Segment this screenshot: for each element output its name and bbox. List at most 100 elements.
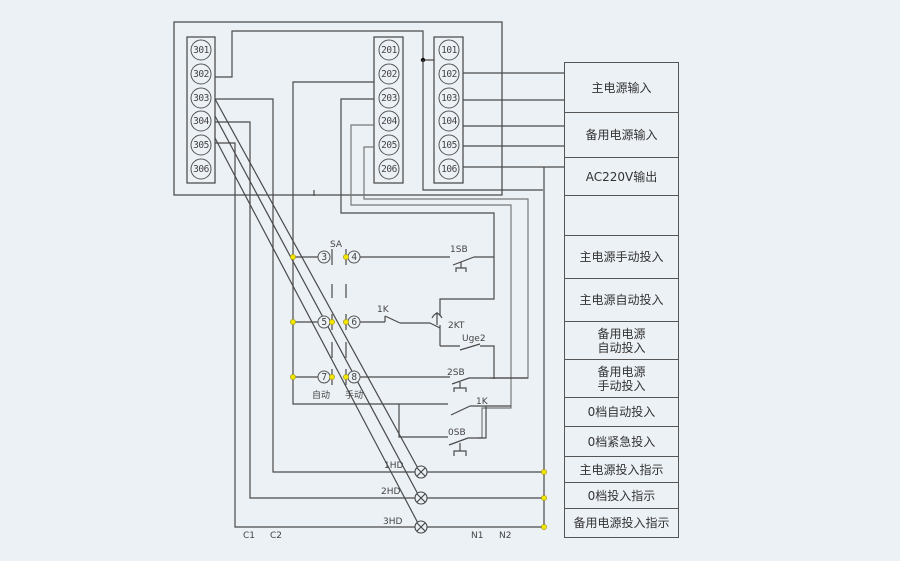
- label-2kt: 2KT: [448, 321, 465, 331]
- label-3hd: 3HD: [383, 517, 402, 527]
- indicator-lamp-2: [414, 491, 428, 505]
- side-label-blank: [564, 195, 679, 235]
- junction-node: [343, 374, 349, 380]
- terminal-306: 306: [190, 158, 212, 180]
- terminal-label: 302: [193, 69, 209, 80]
- terminal-303: 303: [190, 87, 212, 109]
- terminal-label: 101: [441, 45, 457, 56]
- sa-contact-4: 4: [347, 250, 361, 264]
- indicator-lamp-1: [414, 465, 428, 479]
- terminal-label: 301: [193, 45, 209, 56]
- bus-label-c1: C1: [243, 531, 255, 541]
- terminal-label: 205: [381, 140, 397, 151]
- sa-contact-label: 5: [321, 317, 326, 328]
- indicator-lamp-3: [414, 520, 428, 534]
- junction-node: [290, 254, 296, 260]
- side-label-text: 备用电源输入: [585, 128, 658, 142]
- label-0sb: 0SB: [448, 428, 466, 438]
- sa-contact-label: 8: [351, 372, 357, 383]
- junction-node: [290, 374, 296, 380]
- side-label-text: 0档自动投入: [587, 405, 656, 419]
- terminal-105: 105: [438, 134, 460, 156]
- terminal-305: 305: [190, 134, 212, 156]
- junction-node: [343, 254, 349, 260]
- side-label-ac220v-output: AC220V输出: [564, 157, 679, 195]
- terminal-enclosure: [173, 21, 503, 196]
- terminal-label: 102: [441, 69, 457, 80]
- side-label-backup-manual: 备用电源 手动投入: [564, 359, 679, 397]
- junction-node: [541, 524, 547, 530]
- side-label-zero-emergency: 0档紧急投入: [564, 426, 679, 456]
- terminal-204: 204: [378, 110, 400, 132]
- sa-contact-label: 6: [351, 317, 357, 328]
- sa-mode-auto-label: 自动: [312, 389, 330, 401]
- pushbutton-1sb: [452, 256, 494, 272]
- side-label-main-auto: 主电源自动投入: [564, 278, 679, 321]
- side-label-backup-power-input: 备用电源输入: [564, 112, 679, 157]
- side-label-backup-auto: 备用电源 自动投入: [564, 321, 679, 359]
- side-label-text: 0档投入指示: [587, 488, 656, 503]
- side-label-text: 备用电源投入指示: [573, 516, 670, 530]
- terminal-label: 105: [441, 140, 457, 151]
- side-label-backup-indicator: 备用电源投入指示: [564, 508, 679, 538]
- terminal-label: 203: [381, 93, 397, 104]
- main-input-wiring: [463, 72, 564, 527]
- side-label-main-indicator: 主电源投入指示: [564, 456, 679, 482]
- junction-node: [329, 319, 335, 325]
- bus-label-n2: N2: [499, 531, 511, 541]
- junction-node: [290, 319, 296, 325]
- sa-contact-label: 7: [321, 372, 326, 383]
- terminal-205: 205: [378, 134, 400, 156]
- side-label-text: 备用电源 手动投入: [597, 364, 646, 393]
- terminal-301: 301: [190, 39, 212, 61]
- side-label-text: 主电源自动投入: [579, 293, 664, 307]
- side-label-text: 主电源投入指示: [579, 462, 664, 477]
- terminal-302: 302: [190, 63, 212, 85]
- lamp-wiring: [214, 98, 544, 528]
- terminal-206: 206: [378, 158, 400, 180]
- label-uge2: Uge2: [462, 334, 486, 344]
- terminal-102: 102: [438, 63, 460, 85]
- sa-contact-7: 7: [317, 370, 331, 384]
- bus-label-n1: N1: [471, 531, 483, 541]
- terminal-label: 304: [193, 116, 209, 127]
- side-label-zero-indicator: 0档投入指示: [564, 482, 679, 508]
- terminal-strip-300: [186, 36, 216, 184]
- terminal-label: 103: [441, 93, 457, 104]
- terminal-label: 305: [193, 140, 209, 151]
- terminal-202: 202: [378, 63, 400, 85]
- sa-mode-manual-label: 手动: [345, 389, 363, 401]
- terminal-104: 104: [438, 110, 460, 132]
- terminal-label: 104: [441, 116, 457, 127]
- label-1hd: 1HD: [384, 461, 403, 471]
- junction-node: [329, 374, 335, 380]
- side-label-text: AC220V输出: [585, 169, 658, 184]
- terminal-label: 303: [193, 93, 209, 104]
- terminal-203: 203: [378, 87, 400, 109]
- terminal-201: 201: [378, 39, 400, 61]
- side-label-text: 0档紧急投入: [587, 434, 656, 449]
- terminal-106: 106: [438, 158, 460, 180]
- terminal-label: 106: [441, 164, 457, 175]
- side-label-text: 主电源手动投入: [579, 250, 664, 264]
- sa-contact-5: 5: [317, 315, 331, 329]
- terminal-label: 206: [381, 164, 397, 175]
- sa-contact-6: 6: [347, 315, 361, 329]
- label-1sb: 1SB: [450, 245, 468, 255]
- terminal-label: 201: [381, 45, 397, 56]
- sa-contact-label: 4: [351, 252, 357, 263]
- junction-node: [343, 319, 349, 325]
- label-2sb: 2SB: [447, 368, 465, 378]
- terminal-strip-100: [433, 36, 464, 184]
- pushbutton-2sb: [451, 377, 528, 392]
- label-2hd: 2HD: [381, 487, 400, 497]
- label-1k-upper: 1K: [377, 305, 390, 315]
- sa-switch: [293, 249, 450, 385]
- terminal-103: 103: [438, 87, 460, 109]
- side-label-main-power-input: 主电源输入: [564, 62, 679, 112]
- label-1k-lower: 1K: [476, 397, 489, 407]
- relay-1k-2kt: [384, 312, 495, 379]
- side-label-main-manual: 主电源手动投入: [564, 235, 679, 278]
- terminal-label: 202: [381, 69, 397, 80]
